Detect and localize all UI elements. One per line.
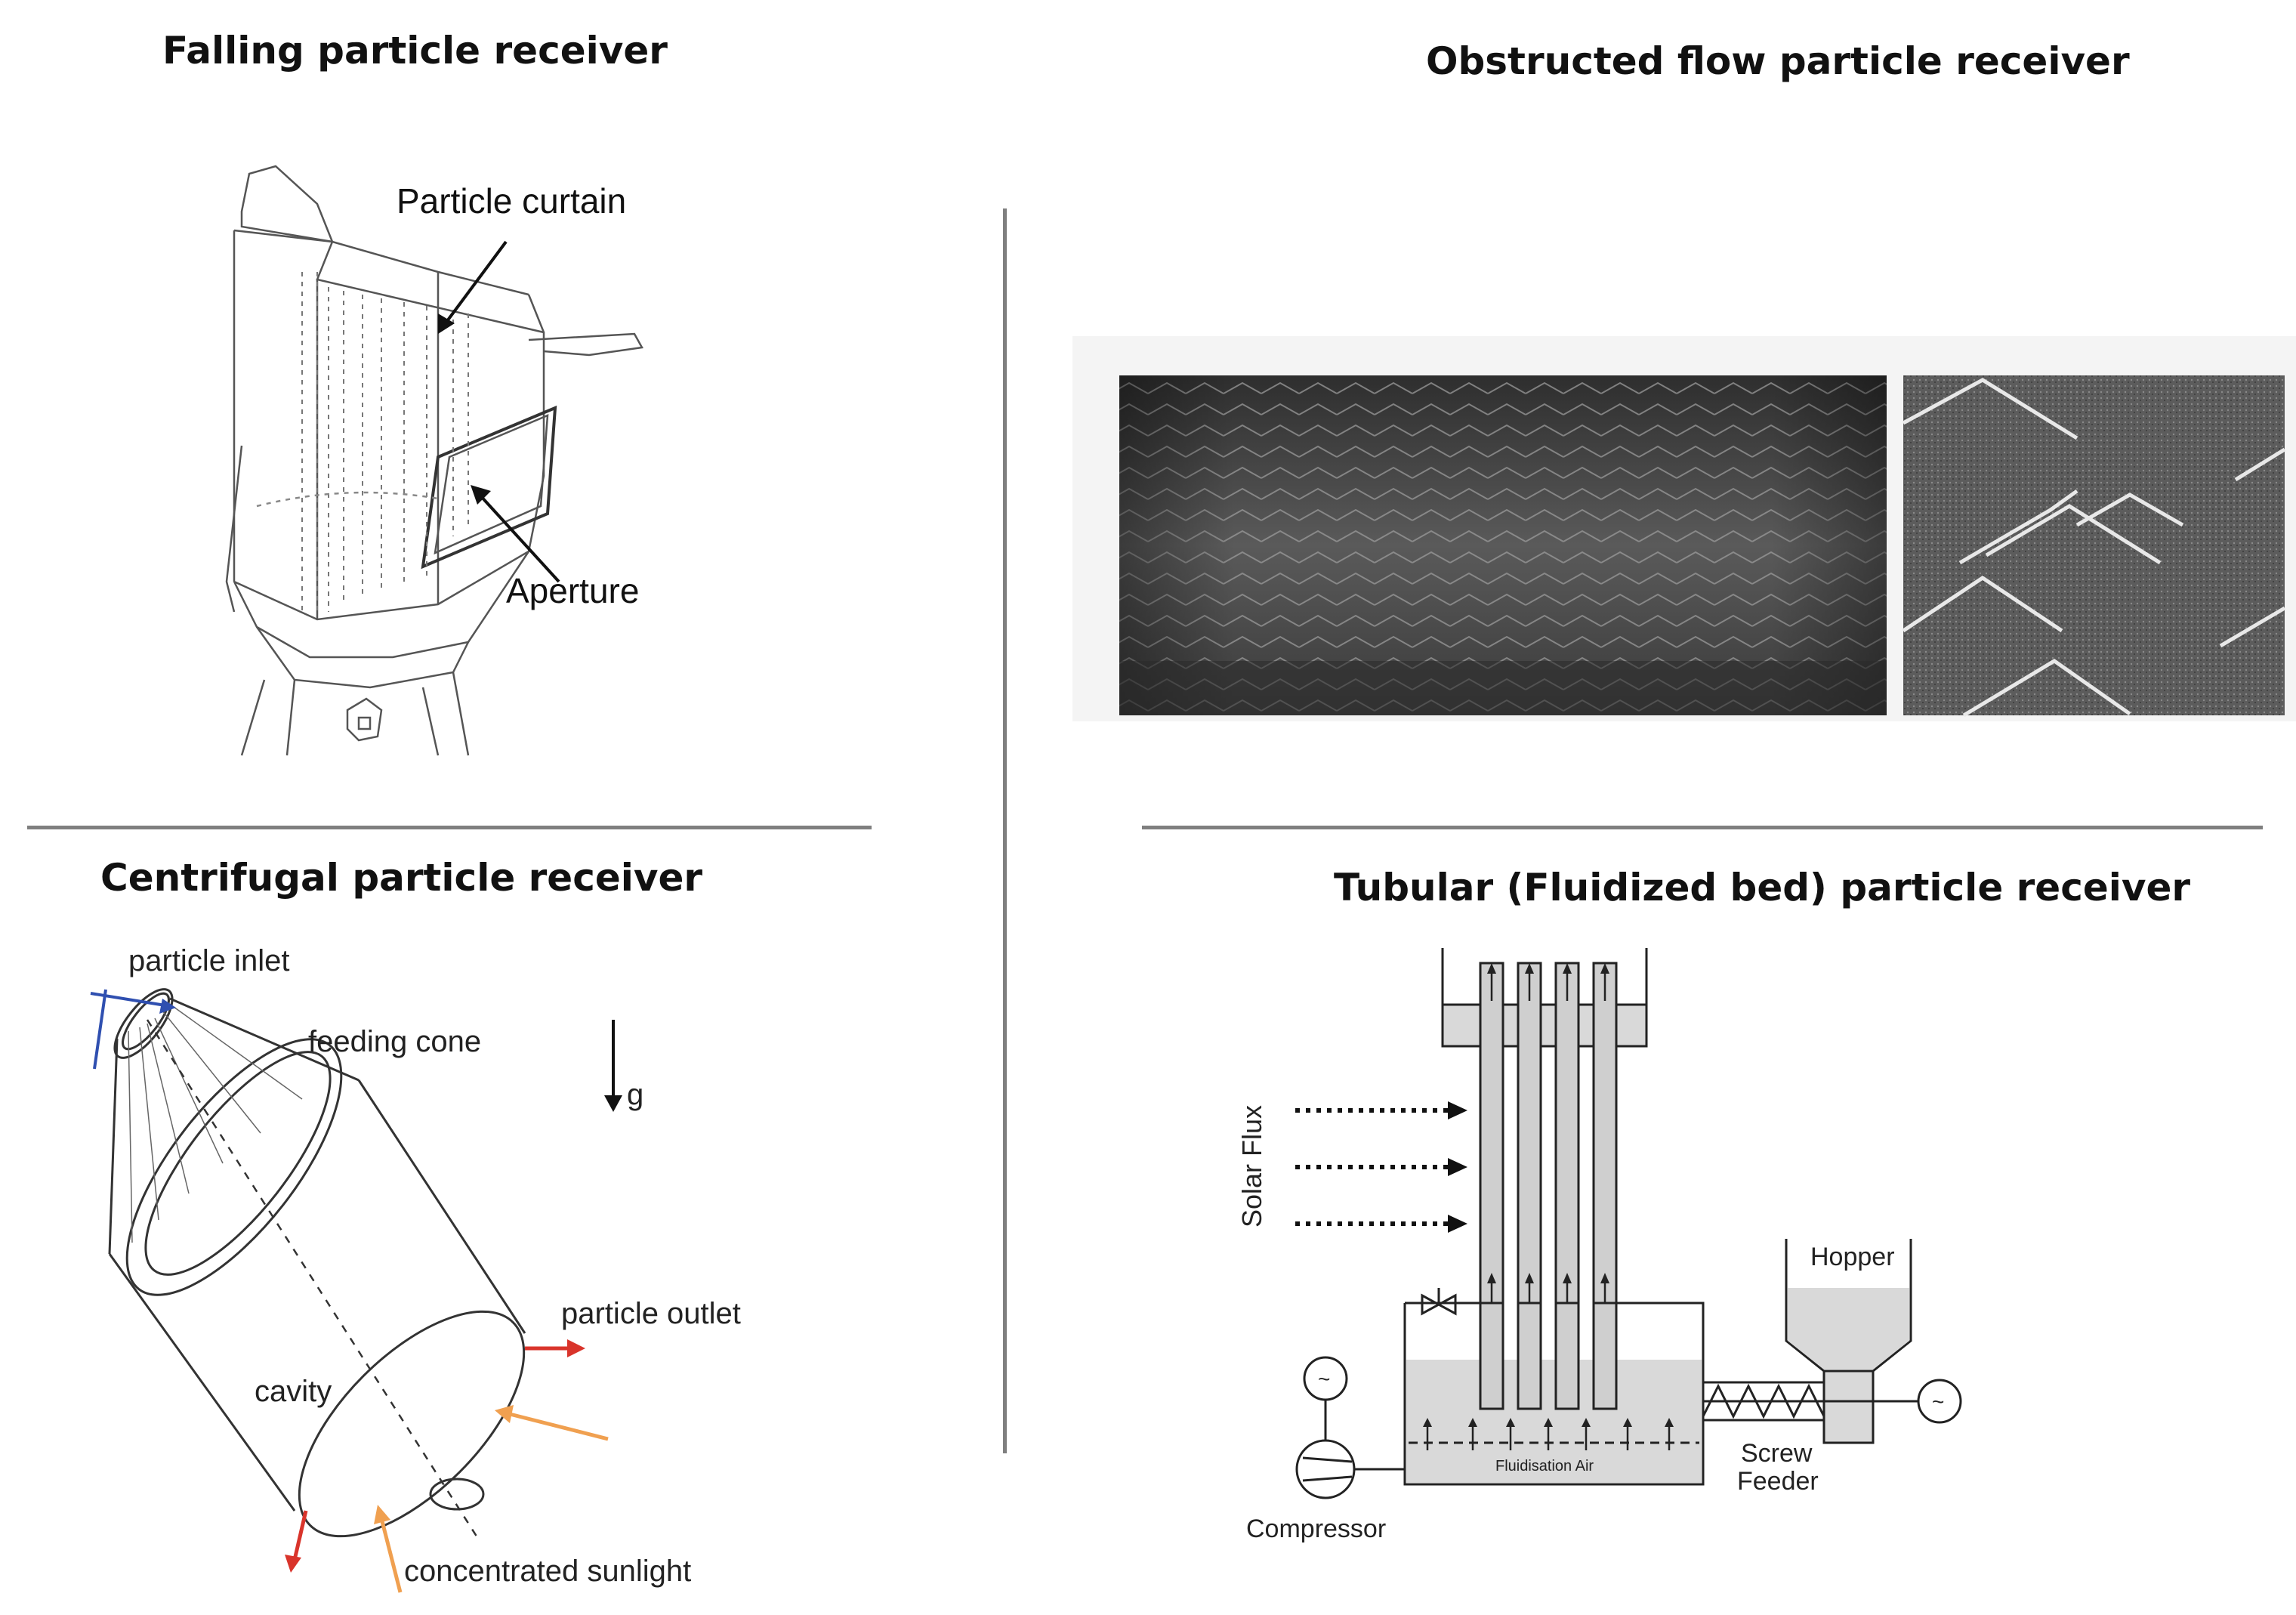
tubular-receiver-diagram: Solar Flux Fluidisation Air Hopper bbox=[1236, 948, 1962, 1543]
cavity-label: cavity bbox=[255, 1375, 332, 1408]
compressor-motor-tilde: ~ bbox=[1318, 1367, 1330, 1391]
motor-tilde: ~ bbox=[1932, 1390, 1944, 1413]
centrifugal-receiver-diagram: particle inlet feeding cone g particle o… bbox=[90, 944, 741, 1593]
compressor-label: Compressor bbox=[1246, 1515, 1386, 1543]
feeder-label: Feeder bbox=[1737, 1467, 1819, 1496]
left-horizontal-divider bbox=[27, 826, 872, 829]
vertical-divider bbox=[1003, 208, 1007, 1453]
concentrated-sunlight-label: concentrated sunlight bbox=[404, 1555, 691, 1588]
fluidisation-air-label: Fluidisation Air bbox=[1495, 1458, 1594, 1474]
particle-outlet-label: particle outlet bbox=[561, 1297, 741, 1330]
falling-receiver-diagram: Particle curtain Aperture bbox=[225, 165, 643, 756]
obstructed-receiver-photos bbox=[1072, 336, 2296, 721]
tubular-receiver-title: Tubular (Fluidized bed) particle receive… bbox=[1334, 866, 2191, 909]
right-horizontal-divider bbox=[1142, 826, 2263, 829]
chevron-closeup-photo bbox=[1903, 375, 2285, 715]
particle-curtain-label: Particle curtain bbox=[397, 181, 626, 221]
falling-receiver-title: Falling particle receiver bbox=[162, 29, 668, 73]
screw-label: Screw bbox=[1741, 1439, 1813, 1468]
gravity-label: g bbox=[627, 1078, 643, 1111]
centrifugal-receiver-title: Centrifugal particle receiver bbox=[100, 856, 703, 900]
hopper-label: Hopper bbox=[1810, 1243, 1895, 1271]
solar-flux-label: Solar Flux bbox=[1236, 1105, 1267, 1227]
obstructed-receiver-title: Obstructed flow particle receiver bbox=[1426, 39, 2130, 83]
aperture-label: Aperture bbox=[506, 571, 639, 610]
particle-inlet-label: particle inlet bbox=[128, 944, 289, 977]
feeding-cone-label: feeding cone bbox=[308, 1025, 481, 1058]
